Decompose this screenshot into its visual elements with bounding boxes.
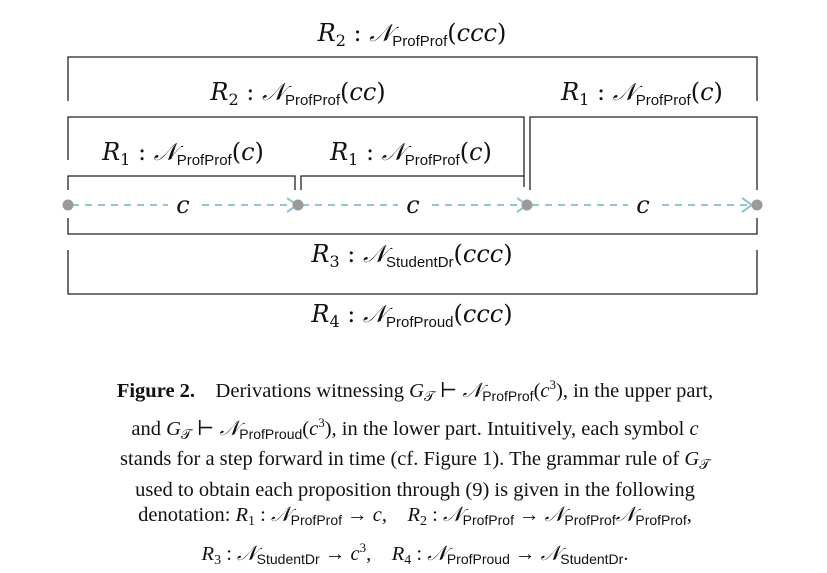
- time-node-0: [63, 200, 74, 211]
- bracket-low-1-c: [68, 176, 295, 190]
- caption-line-2: and G𝒯 ⊢ 𝒩ProfProud(c3), in the lower pa…: [48, 410, 782, 448]
- step-label-3: c: [636, 191, 649, 219]
- time-node-1: [293, 200, 304, 211]
- bracket-low-2-c: [301, 176, 524, 190]
- caption-line-4: used to obtain each proposition through …: [48, 478, 782, 504]
- label-mid-left: R2 : 𝒩ProfProf(cc): [209, 78, 385, 109]
- step-label-1: c: [176, 191, 189, 219]
- derivation-diagram: R2 : 𝒩ProfProf(ccc) R2 : 𝒩ProfProf(cc) R…: [0, 0, 827, 345]
- bracket-mid-right-c: [530, 117, 757, 190]
- caption-line-6: R3 : 𝒩StudentDr → c3, R4 : 𝒩ProfProud → …: [48, 535, 782, 573]
- bracket-below-1-ccc: [68, 218, 757, 234]
- time-node-2: [522, 200, 533, 211]
- caption-line-1: Figure 2. Derivations witnessing G𝒯 ⊢ 𝒩P…: [48, 372, 782, 410]
- caption-label: Figure 2.: [117, 380, 195, 402]
- step-label-2: c: [406, 191, 419, 219]
- label-low-1: R1 : 𝒩ProfProf(c): [101, 138, 264, 169]
- label-below-2: R4 : 𝒩ProfProud(ccc): [310, 300, 512, 331]
- figure-caption: Figure 2. Derivations witnessing G𝒯 ⊢ 𝒩P…: [48, 372, 782, 573]
- caption-line-5: denotation: R1 : 𝒩ProfProf → c, R2 : 𝒩Pr…: [48, 503, 782, 535]
- label-top: R2 : 𝒩ProfProf(ccc): [317, 19, 507, 50]
- time-node-3: [752, 200, 763, 211]
- caption-line-3: stands for a step forward in time (cf. F…: [48, 447, 782, 478]
- label-below-1: R3 : 𝒩StudentDr(ccc): [310, 240, 512, 271]
- label-low-2: R1 : 𝒩ProfProf(c): [329, 138, 492, 169]
- label-mid-right: R1 : 𝒩ProfProf(c): [560, 78, 723, 109]
